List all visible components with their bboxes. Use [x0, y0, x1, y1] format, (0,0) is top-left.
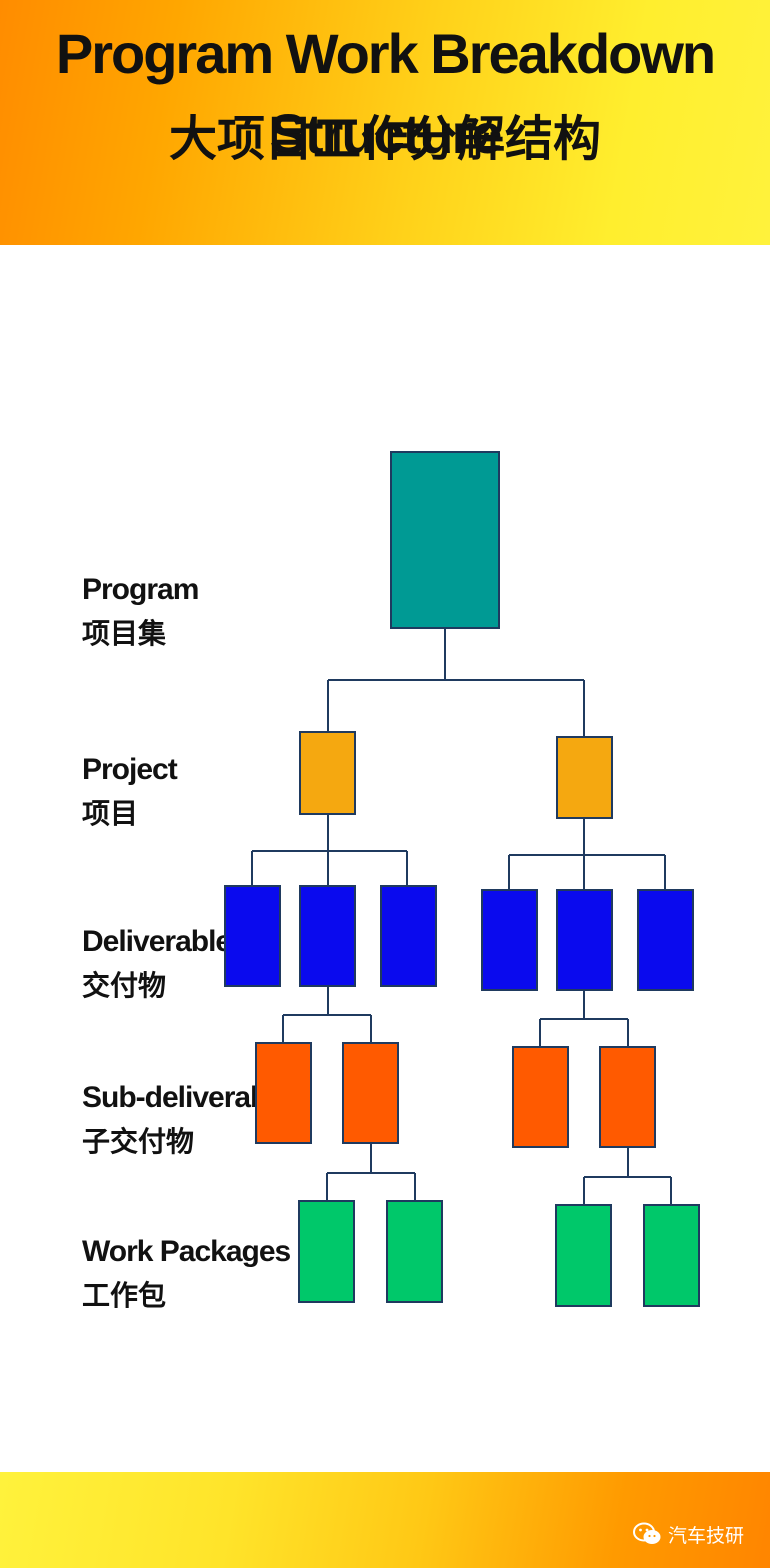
- program-box: [390, 451, 500, 629]
- level-label-project: Project 项目: [82, 748, 178, 836]
- deliverable-box: [224, 885, 281, 987]
- work-package-box: [555, 1204, 612, 1307]
- sub-deliverable-box: [599, 1046, 656, 1148]
- level-label-program: Program 项目集: [82, 568, 199, 656]
- deliverable-box: [380, 885, 437, 987]
- level-label-en: Project: [82, 753, 178, 786]
- work-package-box: [643, 1204, 700, 1307]
- deliverable-box: [481, 889, 538, 991]
- work-package-box: [298, 1200, 355, 1303]
- sub-deliverable-box: [255, 1042, 312, 1144]
- level-label-zh: 子交付物: [82, 1125, 195, 1158]
- level-label-en: Program: [82, 573, 199, 606]
- sub-deliverable-box: [342, 1042, 399, 1144]
- level-label-en: Work Packages: [82, 1235, 291, 1268]
- title-banner: Program Work Breakdown Structure 大项目工作分解…: [0, 0, 770, 245]
- wechat-icon: [632, 1522, 661, 1544]
- title-english: Program Work Breakdown Structure: [55, 22, 716, 165]
- sub-deliverable-box: [512, 1046, 569, 1148]
- deliverable-box: [556, 889, 613, 991]
- level-label-zh: 工作包: [82, 1279, 167, 1312]
- title-chinese: 大项目工作分解结构: [168, 111, 601, 167]
- level-label-deliverables: Deliverables 交付物: [82, 920, 248, 1008]
- level-label-en: Deliverables: [82, 925, 248, 958]
- project-box: [556, 736, 613, 819]
- watermark: 汽车技研: [632, 1520, 744, 1548]
- level-label-zh: 项目集: [82, 617, 167, 650]
- level-label-zh: 项目: [82, 797, 139, 830]
- project-box: [299, 731, 356, 815]
- footer-banner: [0, 1472, 770, 1568]
- level-label-zh: 交付物: [82, 969, 167, 1002]
- watermark-text: 汽车技研: [667, 1524, 744, 1547]
- deliverable-box: [637, 889, 694, 991]
- deliverable-box: [299, 885, 356, 987]
- work-package-box: [386, 1200, 443, 1303]
- level-label-work-packages: Work Packages 工作包: [82, 1230, 291, 1318]
